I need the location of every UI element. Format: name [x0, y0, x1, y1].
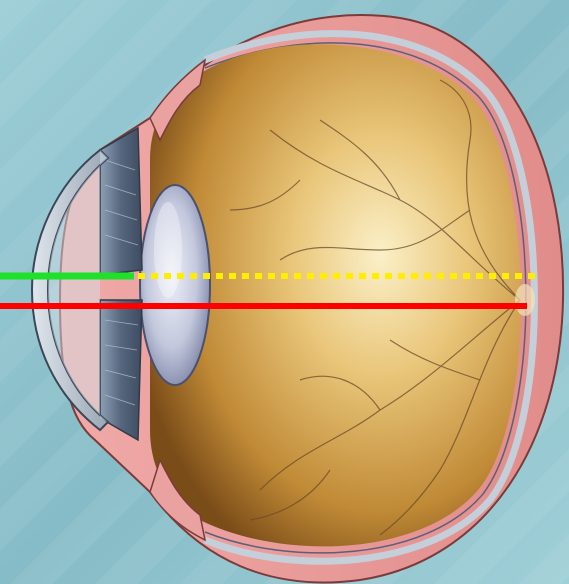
optic-disc — [515, 284, 535, 316]
lens-highlight — [154, 202, 182, 298]
